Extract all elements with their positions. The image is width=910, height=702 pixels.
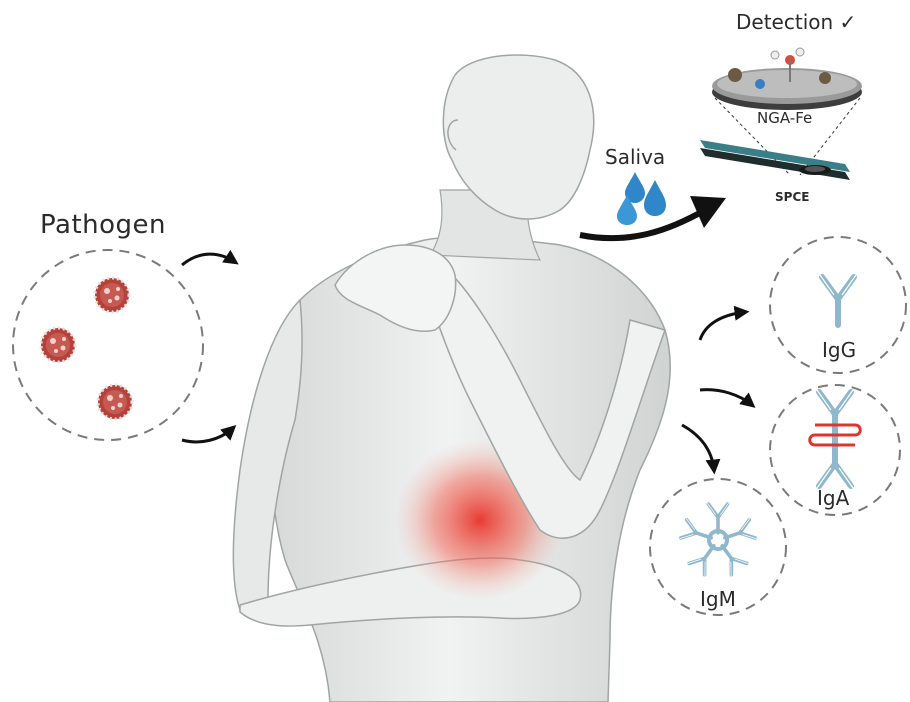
pathogen-label: Pathogen bbox=[40, 210, 166, 240]
virus-particle bbox=[41, 328, 75, 362]
nga-fe-sensor bbox=[712, 48, 862, 110]
saliva-label: Saliva bbox=[605, 145, 665, 169]
droplet-icon bbox=[644, 180, 666, 216]
nga-fe-label: NGA-Fe bbox=[757, 109, 812, 127]
arrow-to-igm bbox=[682, 425, 714, 470]
virus-particle bbox=[98, 385, 132, 419]
virus-particle bbox=[95, 278, 129, 312]
pathogen-cluster bbox=[13, 250, 203, 440]
iga-label: IgA bbox=[817, 486, 849, 510]
igg-y-icon bbox=[820, 275, 856, 325]
arrow-pathogen-upper bbox=[182, 254, 235, 265]
saliva-droplets bbox=[617, 172, 666, 225]
arrow-pathogen-lower bbox=[182, 428, 233, 442]
igg-label: IgG bbox=[822, 338, 856, 362]
arrow-to-iga bbox=[700, 390, 752, 405]
igm-label: IgM bbox=[700, 587, 736, 611]
iga-y-icon-upper bbox=[817, 390, 853, 440]
arrow-to-igg bbox=[700, 312, 745, 340]
arrow-saliva-to-sensor bbox=[580, 210, 705, 238]
detection-label: Detection ✓ bbox=[736, 10, 856, 34]
spce-label: SPCE bbox=[775, 190, 809, 204]
